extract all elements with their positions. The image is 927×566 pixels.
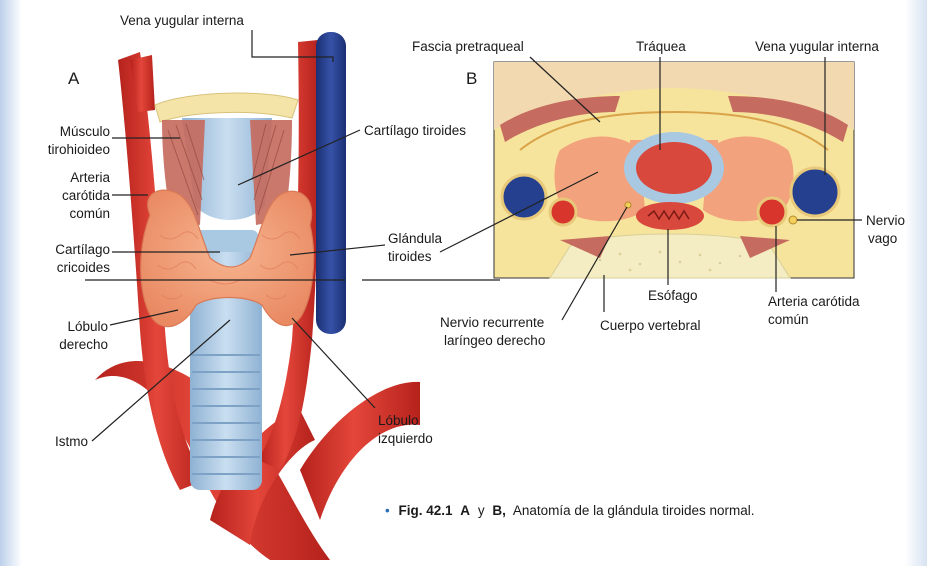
label-vena-yugular-b: Vena yugular interna [755, 39, 879, 54]
label-vena-yugular-a: Vena yugular interna [120, 13, 244, 28]
carotid-right-section [550, 199, 576, 225]
caption-y: y [478, 503, 485, 518]
label-glandula-1: Glándula [388, 231, 443, 246]
label-arteria-a-2: carótida [62, 188, 111, 203]
label-cricoides-2: cricoides [57, 260, 111, 275]
panel-b-illustration [494, 62, 854, 278]
caption-text: Anatomía de la glándula tiroides normal. [513, 503, 755, 518]
label-cartilago-tiroides: Cartílago tiroides [364, 123, 466, 138]
panel-a-illustration [95, 32, 420, 560]
aortic-arch-right [300, 382, 420, 520]
label-istmo: Istmo [55, 434, 88, 449]
carotid-left-section [758, 198, 786, 226]
recurrent-laryngeal-nerve-section [625, 202, 631, 208]
label-cricoides-1: Cartílago [55, 242, 110, 257]
label-traquea: Tráquea [636, 39, 686, 54]
caption-bullet: • [385, 503, 390, 518]
label-nervio-vago-1: Nervio [866, 213, 905, 228]
caption-a: A [460, 503, 470, 518]
label-lobulo-der-2: derecho [59, 337, 108, 352]
label-lobulo-izq-2: izquierdo [378, 431, 433, 446]
trachea-lumen [636, 142, 712, 194]
label-arteria-a-1: Arteria [70, 170, 110, 185]
jugular-vein-left-section [791, 168, 839, 216]
vagus-nerve-section [789, 216, 797, 224]
label-musculo-1: Músculo [60, 124, 110, 139]
figure-caption: • Fig. 42.1 A y B, Anatomía de la glándu… [385, 503, 755, 518]
label-arteria-a-3: común [69, 206, 110, 221]
caption-fig-number: Fig. 42.1 [399, 503, 454, 518]
label-recurrente-2: laríngeo derecho [444, 333, 545, 348]
panel-b-label: B [466, 69, 477, 88]
label-esofago: Esófago [648, 288, 698, 303]
label-lobulo-der-1: Lóbulo [67, 319, 108, 334]
caption-b: B, [492, 503, 506, 518]
label-nervio-vago-2: vago [868, 231, 897, 246]
label-glandula-2: tiroides [388, 249, 432, 264]
label-fascia: Fascia pretraqueal [412, 39, 524, 54]
hyoid-bone [155, 93, 298, 122]
label-cuerpo-vertebral: Cuerpo vertebral [600, 318, 701, 333]
internal-jugular-vein [316, 32, 346, 334]
panel-a-label: A [68, 69, 80, 88]
label-musculo-2: tirohioideo [48, 142, 110, 157]
label-arteria-b-2: común [768, 312, 809, 327]
label-recurrente-1: Nervio recurrente [440, 315, 544, 330]
label-lobulo-izq-1: Lóbulo [378, 413, 419, 428]
label-arteria-b-1: Arteria carótida [768, 294, 860, 309]
jugular-vein-right-section [502, 175, 546, 219]
